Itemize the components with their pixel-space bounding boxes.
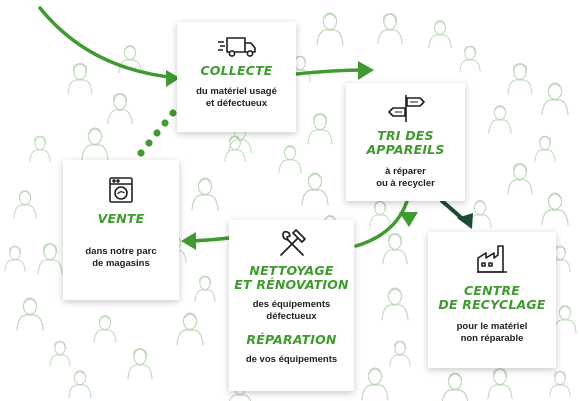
person-outline <box>553 305 577 334</box>
person-outline <box>487 368 513 400</box>
card-nettoyage-renovation: NETTOYAGE ET RÉNOVATION des équipements … <box>229 220 354 391</box>
person-outline <box>194 275 216 302</box>
person-outline <box>68 370 92 399</box>
vente-title: VENTE <box>97 211 145 226</box>
person-outline <box>316 12 344 46</box>
person-outline <box>507 163 533 195</box>
vente-desc-line1: dans notre parc <box>85 246 157 257</box>
person-outline <box>67 63 93 95</box>
centre-title: CENTRE DE RECYCLAGE <box>438 284 545 312</box>
person-outline <box>361 367 389 401</box>
nettoyage-title-line1: NETTOYAGE <box>249 263 334 278</box>
arrowhead-to-collecte <box>166 70 180 87</box>
person-outline <box>382 233 408 265</box>
person-outline <box>541 82 569 116</box>
reparation-description: de vos équipements <box>245 354 338 365</box>
person-outline <box>16 297 44 331</box>
person-outline <box>37 243 63 275</box>
card-centre-recyclage: CENTRE DE RECYCLAGE pour le matériel non… <box>428 232 556 368</box>
person-outline <box>4 245 26 272</box>
person-outline <box>377 13 403 45</box>
arrow-tri-to-nettoyage <box>354 199 409 248</box>
person-outline <box>441 372 469 401</box>
person-outline <box>488 105 512 134</box>
arrowhead-to-centre <box>457 213 473 229</box>
factory-icon <box>477 245 507 273</box>
card-tri-des-appareils: TRI DES APPAREILS à réparer ou à recycle… <box>346 83 465 201</box>
person-outline <box>301 172 329 206</box>
person-outline <box>459 45 481 72</box>
person-outline <box>127 348 153 380</box>
arrowhead-to-vente <box>181 232 196 250</box>
person-outline <box>107 93 133 125</box>
tri-title: TRI DES APPAREILS <box>366 129 444 157</box>
person-outline <box>93 315 117 344</box>
washing-machine-icon <box>109 177 133 203</box>
person-outline <box>176 312 204 346</box>
person-outline <box>381 287 409 321</box>
reparation-title: RÉPARATION <box>246 332 337 347</box>
nettoyage-desc-line2: défectueux <box>266 311 317 322</box>
person-outline <box>534 135 556 162</box>
tri-desc-line2: ou à recycler <box>376 178 435 189</box>
tools-icon <box>279 229 306 256</box>
person-outline <box>278 145 302 174</box>
arrowhead-to-tri <box>358 61 374 80</box>
dotted-path-vente-to-collecte <box>137 109 177 157</box>
card-collecte: COLLECTE du matériel usagé et défectueux <box>177 22 296 132</box>
tri-title-line1: TRI DES <box>377 128 434 143</box>
person-outline <box>81 127 109 161</box>
tri-desc-line1: à réparer <box>385 166 426 177</box>
nettoyage-title-line2: ET RÉNOVATION <box>234 277 349 292</box>
card-vente: VENTE dans notre parc de magasins <box>63 160 179 300</box>
arrow-collecte-to-tri <box>294 68 367 76</box>
person-outline <box>389 340 411 367</box>
truck-icon <box>217 37 256 57</box>
centre-description: pour le matériel non réparable <box>457 321 528 345</box>
centre-desc-line2: non réparable <box>460 333 524 344</box>
person-outline <box>428 20 452 49</box>
person-outline <box>369 200 391 227</box>
person-outline <box>507 63 533 95</box>
collecte-title: COLLECTE <box>200 63 273 78</box>
people-crowd-background <box>4 12 577 401</box>
centre-title-line1: CENTRE <box>463 283 521 298</box>
person-outline <box>49 340 71 367</box>
nettoyage-description: des équipements défectueux <box>253 299 331 323</box>
collecte-description: du matériel usagé et défectueux <box>196 86 277 110</box>
nettoyage-desc-line1: des équipements <box>252 299 331 310</box>
tri-title-line2: APPAREILS <box>366 142 445 157</box>
person-outline <box>541 192 569 226</box>
signpost-icon <box>387 95 425 122</box>
vente-desc-line2: de magasins <box>92 258 150 269</box>
arrowhead-to-nettoyage-from-tri <box>399 212 418 227</box>
collecte-desc-line2: et défectueux <box>205 98 268 109</box>
centre-desc-line1: pour le matériel <box>456 321 528 332</box>
arrow-start-to-collecte <box>38 6 180 80</box>
centre-title-line2: DE RECYCLAGE <box>438 297 546 312</box>
tri-description: à réparer ou à recycler <box>376 166 435 190</box>
person-outline <box>29 135 51 162</box>
collecte-desc-line1: du matériel usagé <box>196 86 277 97</box>
person-outline <box>307 113 333 145</box>
person-outline <box>549 370 571 397</box>
vente-description: dans notre parc de magasins <box>85 246 156 270</box>
person-outline <box>13 190 37 219</box>
nettoyage-title: NETTOYAGE ET RÉNOVATION <box>234 264 348 292</box>
person-outline <box>191 177 219 211</box>
